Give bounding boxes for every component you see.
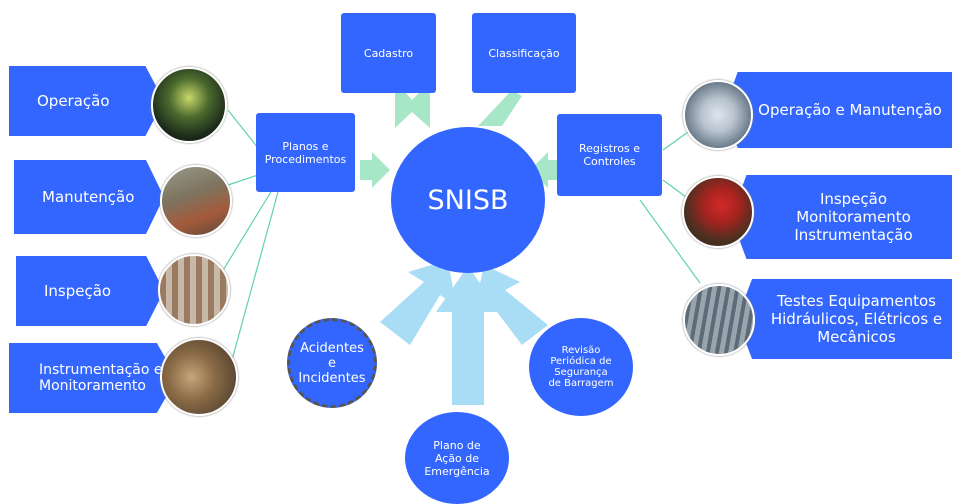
registros-label: Registros e Controles [578, 142, 640, 168]
right-item-inspecao-monitoramento: Inspeção Monitoramento Instrumentação [731, 175, 952, 259]
left-item-instrumentacao: Instrumentação e Monitoramento [9, 343, 177, 413]
connector-manutencao [227, 174, 259, 186]
registros-controles-box: Registros e Controles [557, 114, 662, 196]
left-item-operacao: Operação [9, 66, 164, 136]
instrument-photo-icon [160, 338, 238, 416]
gallery-photo-icon [160, 165, 232, 237]
right-item-label: Testes Equipamentos Hidráulicos, Elétric… [770, 292, 943, 346]
classificacao-box: Classificação [472, 13, 576, 93]
arrow-cadastro [395, 92, 430, 128]
center-snisb-circle: SNISB [391, 127, 545, 273]
cables-photo-icon [683, 284, 755, 356]
right-item-testes: Testes Equipamentos Hidráulicos, Elétric… [737, 279, 952, 359]
classificacao-label: Classificação [488, 46, 560, 60]
left-item-label: Operação [37, 92, 110, 110]
arrow-classificacao-shaft [478, 90, 522, 126]
worker-photo-icon [682, 176, 754, 248]
left-item-label: Instrumentação e Monitoramento [39, 362, 163, 394]
left-item-label: Inspeção [44, 282, 112, 300]
planos-procedimentos-box: Planos e Procedimentos [256, 113, 355, 192]
cadastro-label: Cadastro [363, 46, 414, 60]
arrow-planos [360, 152, 390, 188]
right-item-operacao-manutencao: Operação e Manutenção [724, 72, 952, 148]
control-room-photo-icon [683, 80, 753, 150]
tunnel-photo-icon [151, 67, 227, 143]
connector-testes [639, 199, 701, 284]
arrow-registros [530, 152, 560, 188]
planos-label: Planos e Procedimentos [264, 139, 347, 166]
right-item-label: Operação e Manutenção [758, 101, 942, 119]
plano-label: Plano de Ação de Emergência [424, 438, 490, 478]
plano-acao-emergencia-circle: Plano de Ação de Emergência [405, 412, 509, 504]
acidentes-label: Acidentes e Incidentes [298, 340, 366, 386]
center-label: SNISB [427, 184, 509, 216]
left-item-manutencao: Manutenção [14, 160, 164, 234]
connector-instrumentacao [231, 191, 279, 361]
connector-inspecao [221, 189, 273, 273]
revisao-label: Revisão Periódica de Segurança de Barrag… [548, 345, 614, 389]
scaffold-photo-icon [158, 254, 230, 326]
acidentes-incidentes-circle: Acidentes e Incidentes [287, 318, 377, 408]
left-item-label: Manutenção [42, 188, 135, 206]
right-item-label: Inspeção Monitoramento Instrumentação [794, 190, 913, 244]
cadastro-box: Cadastro [341, 13, 436, 93]
revisao-periodica-circle: Revisão Periódica de Segurança de Barrag… [529, 318, 633, 416]
arrow-acidentes [380, 260, 456, 345]
arrow-revisao [474, 265, 548, 345]
left-item-inspecao: Inspeção [16, 256, 164, 326]
connector-operacao [227, 109, 259, 149]
